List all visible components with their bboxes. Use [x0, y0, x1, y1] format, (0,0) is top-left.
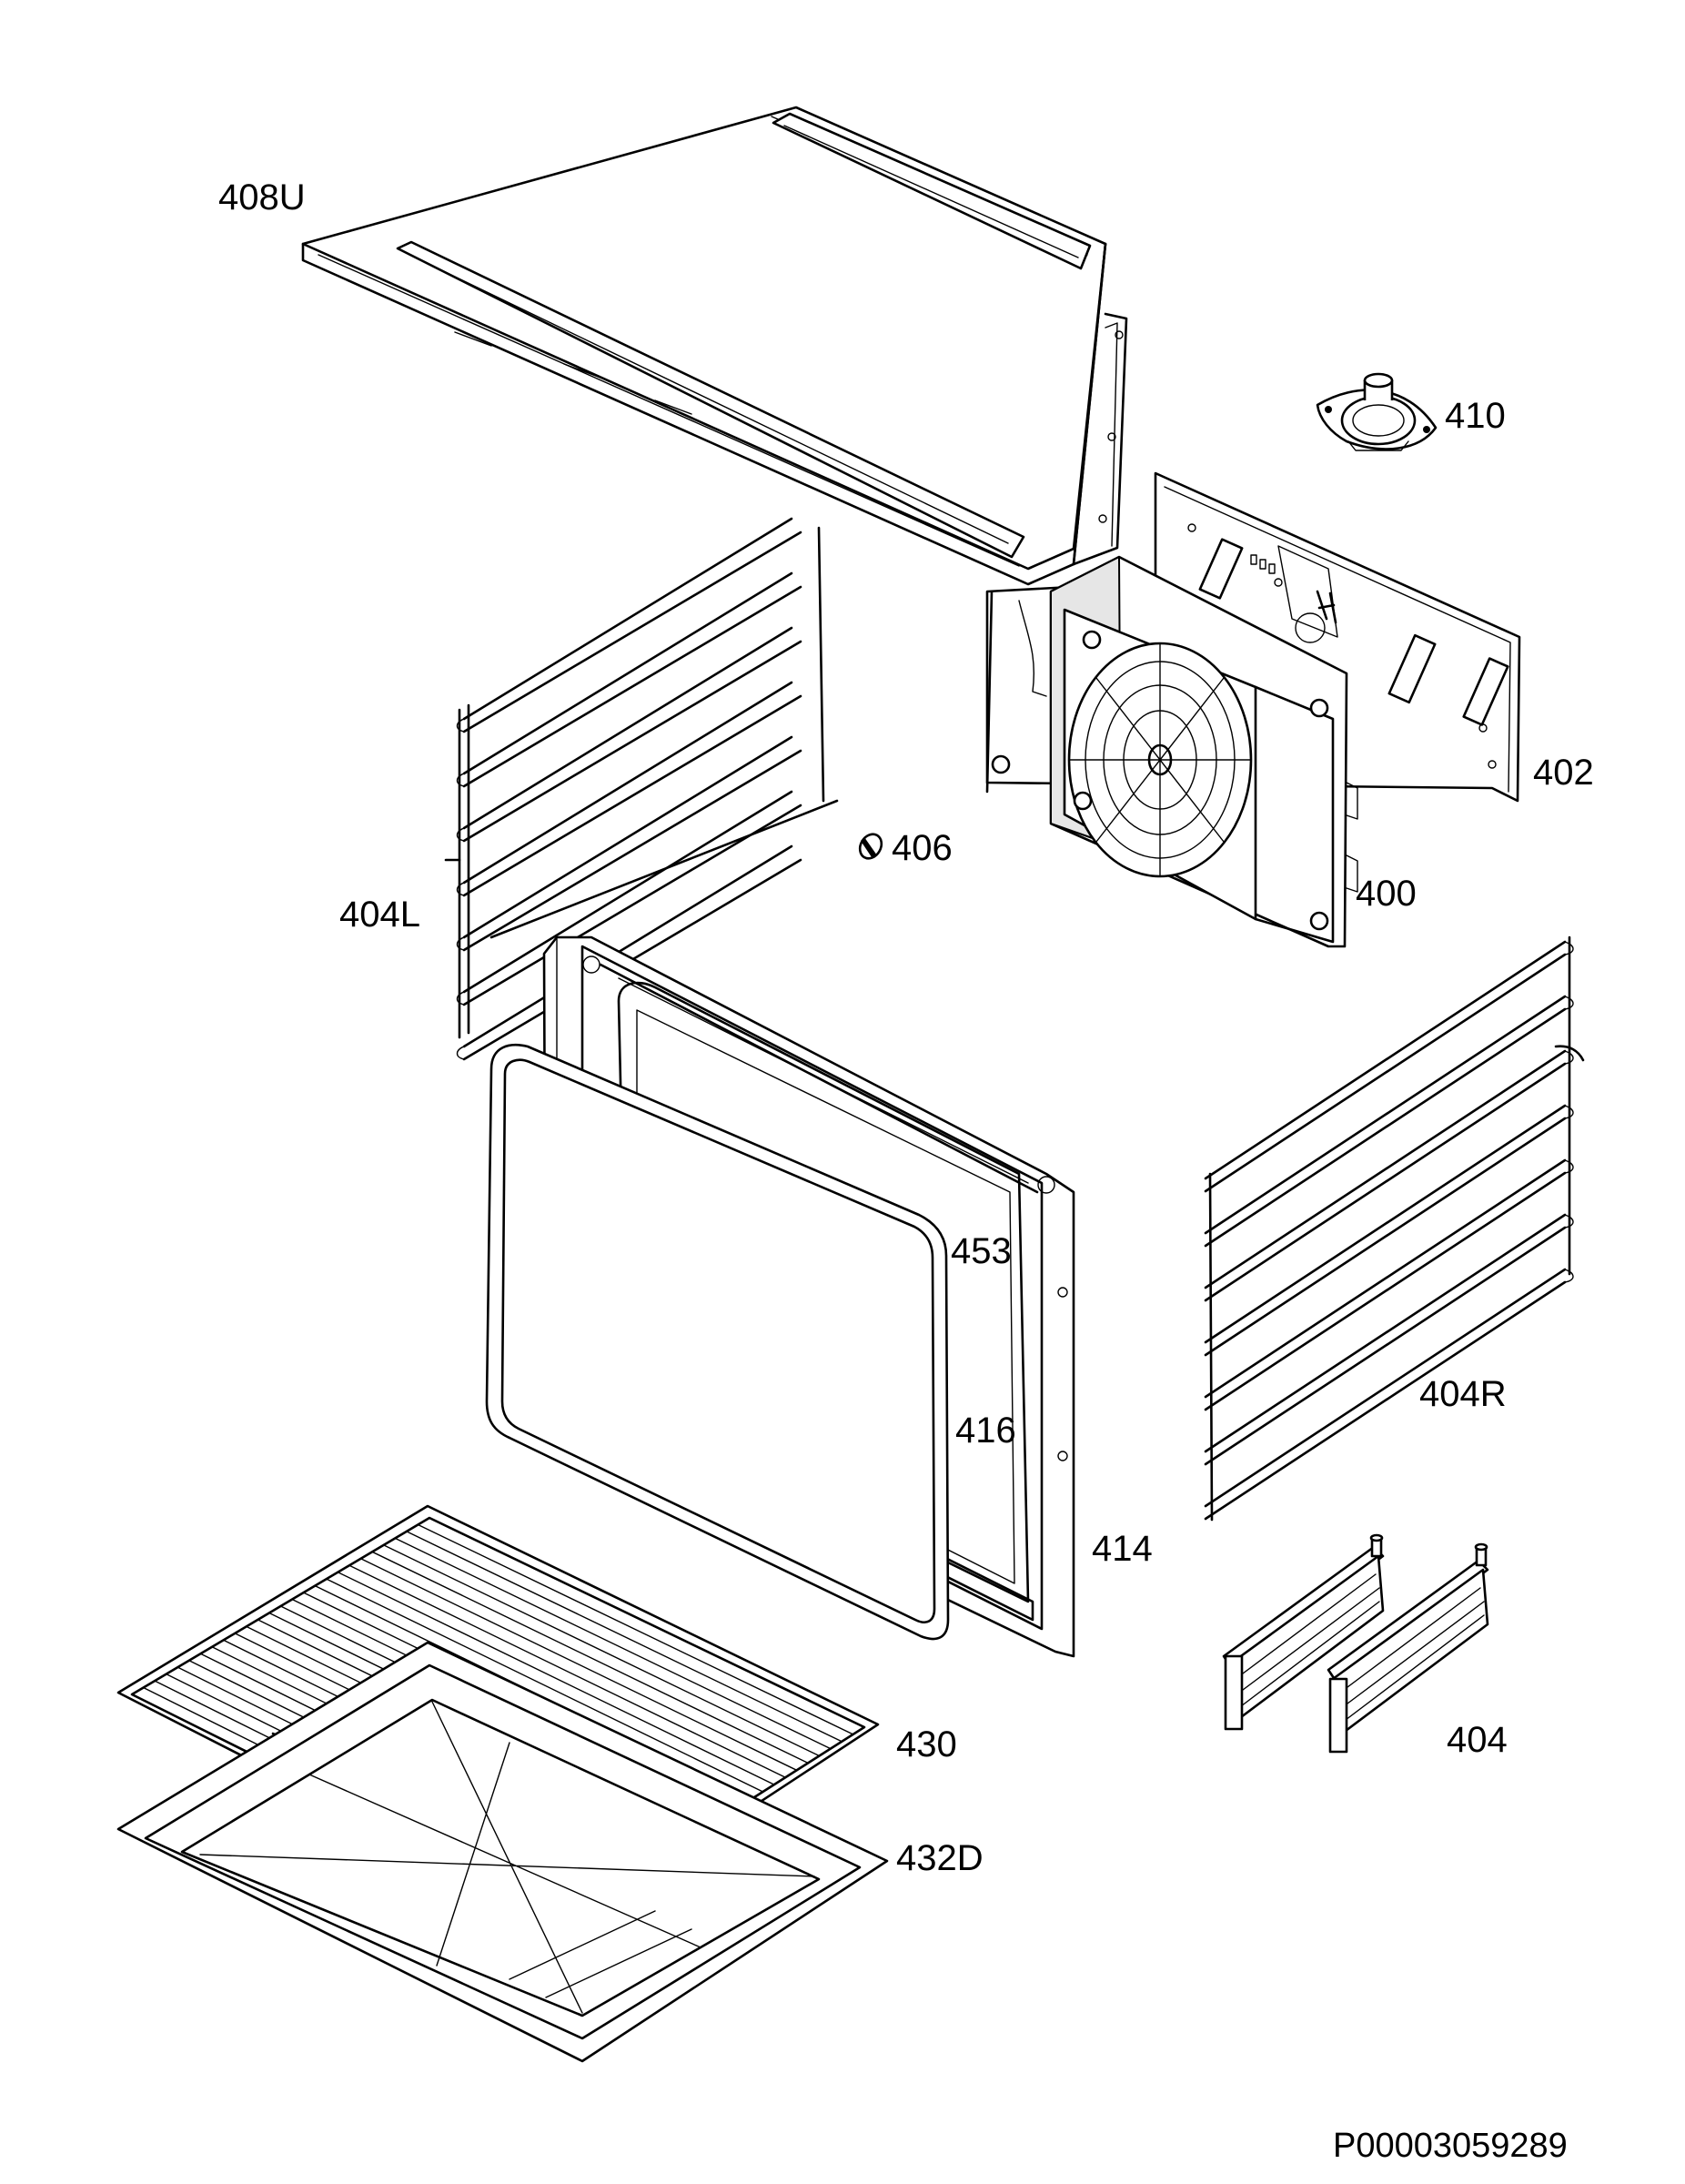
label-404L: 404L: [339, 895, 420, 935]
label-453: 453: [951, 1231, 1012, 1271]
label-410: 410: [1445, 396, 1506, 436]
label-432D: 432D: [896, 1838, 984, 1878]
label-400: 400: [1356, 874, 1417, 914]
shelf-support-right-part: [1204, 935, 1585, 1522]
telescopic-runners-part: [1222, 1533, 1489, 1754]
label-404R: 404R: [1419, 1374, 1507, 1414]
door-seal-part: [485, 1043, 950, 1641]
label-430: 430: [896, 1724, 957, 1764]
reference-number: P00003059289: [1333, 2127, 1568, 2165]
label-404: 404: [1447, 1720, 1508, 1760]
baking-tray-part: [116, 1641, 889, 2063]
label-414: 414: [1092, 1529, 1153, 1569]
label-402: 402: [1533, 753, 1594, 793]
fan-motor-part: [1316, 372, 1438, 451]
clip-part: [858, 833, 883, 860]
top-panel-part: [301, 106, 1128, 586]
label-408U: 408U: [218, 177, 306, 217]
label-406: 406: [892, 828, 953, 868]
fan-cover-part: [1049, 555, 1358, 948]
label-416: 416: [955, 1410, 1016, 1451]
